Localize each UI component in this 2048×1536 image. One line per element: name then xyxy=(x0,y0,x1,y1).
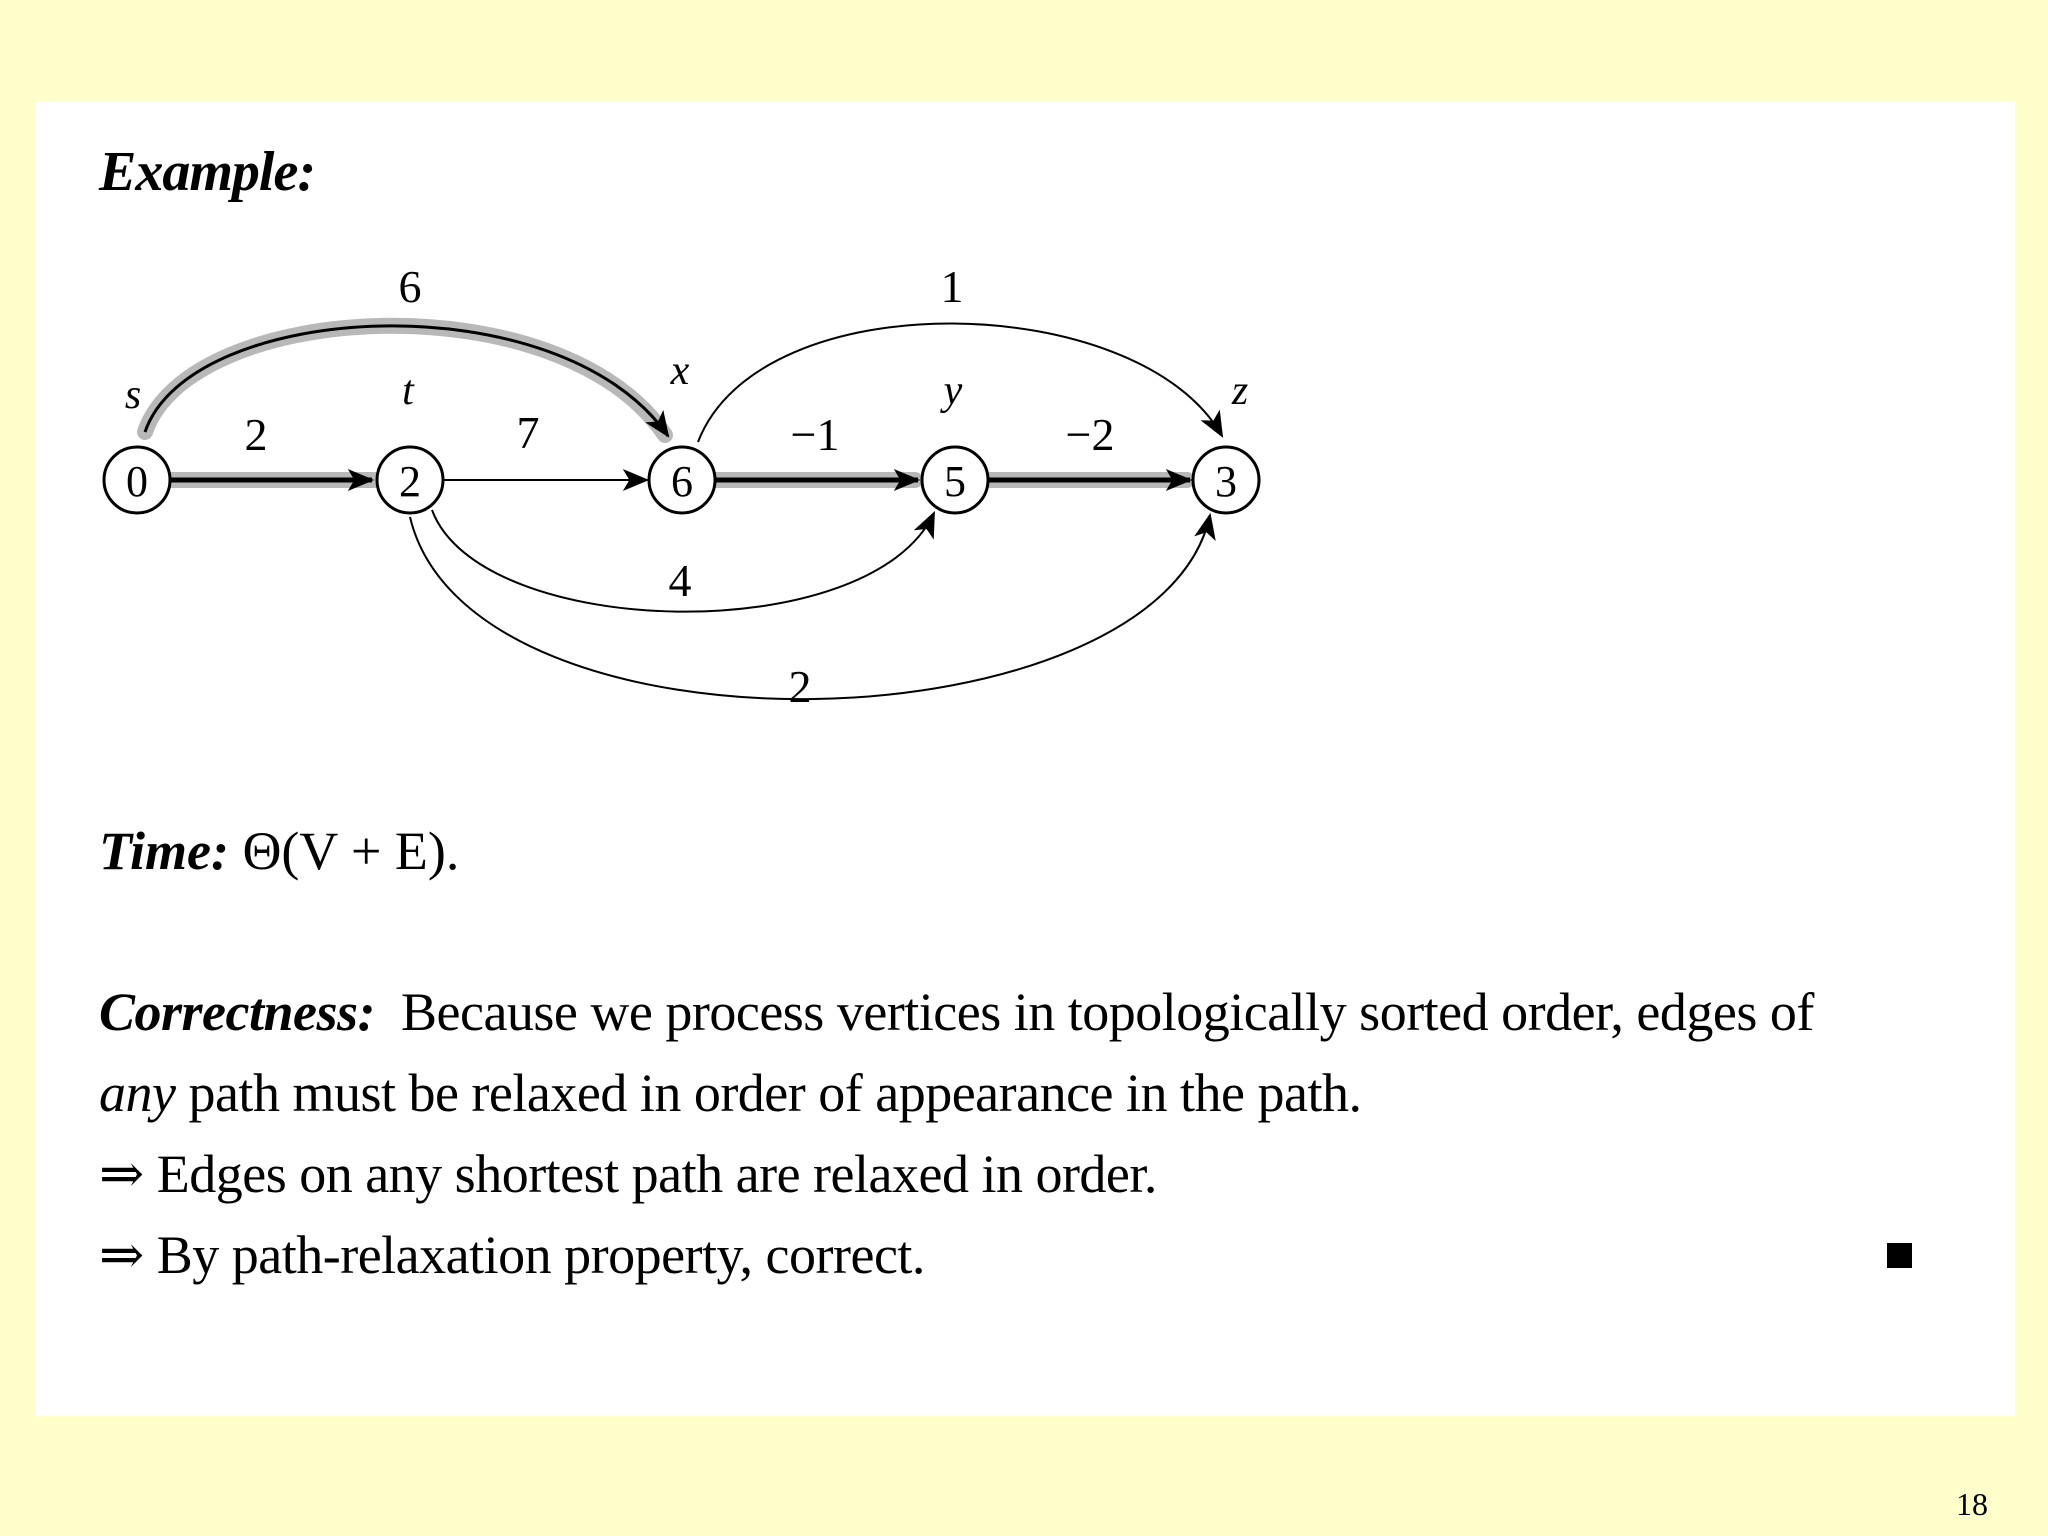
time-complexity: Time: Θ(V + E). xyxy=(99,820,459,882)
vertex-name-y: y xyxy=(940,368,963,414)
weight-t-z: 2 xyxy=(789,661,812,712)
vertex-value-y: 5 xyxy=(944,457,966,506)
weight-y-z: −2 xyxy=(1066,409,1115,460)
correctness-line-2: any path must be relaxed in order of app… xyxy=(99,1053,1814,1134)
vertex-value-x: 6 xyxy=(671,457,693,506)
edge-x-z xyxy=(697,322,1224,443)
weight-t-y: 4 xyxy=(669,555,692,606)
vertex-value-z: 3 xyxy=(1215,457,1237,506)
weight-s-x: 6 xyxy=(399,261,422,312)
vertex-y: 5 xyxy=(920,445,990,515)
weight-s-t: 2 xyxy=(245,409,268,460)
correctness-line-1: Correctness: Because we process vertices… xyxy=(99,972,1814,1053)
vertex-z: 3 xyxy=(1191,445,1261,515)
vertex-name-t: t xyxy=(402,368,415,414)
vertex-name-z: z xyxy=(1231,368,1248,414)
vertex-value-s: 0 xyxy=(126,457,148,506)
edge-t-y xyxy=(431,509,935,613)
weight-t-x: 7 xyxy=(517,407,540,458)
vertex-name-s: s xyxy=(125,372,141,418)
time-value: Θ(V + E). xyxy=(242,821,460,881)
time-label: Time: xyxy=(99,821,229,881)
correctness-label: Correctness: xyxy=(99,982,376,1042)
vertex-names: s t x y z xyxy=(125,348,1248,418)
correctness-line-4: ⇒ By path-relaxation property, correct. xyxy=(99,1225,925,1285)
correctness-line-3: ⇒ Edges on any shortest path are relaxed… xyxy=(99,1144,1157,1204)
correctness-block: Correctness: Because we process vertices… xyxy=(99,972,1814,1296)
weight-x-y: −1 xyxy=(791,409,840,460)
vertex-s: 0 xyxy=(102,445,172,515)
edges xyxy=(143,322,1224,701)
correctness-text-2: path must be relaxed in order of appeara… xyxy=(175,1063,1362,1123)
edge-weights: 6 2 7 −1 −2 1 4 2 xyxy=(245,261,1115,712)
vertices: 0 2 6 5 3 xyxy=(102,445,1261,515)
qed-square xyxy=(1887,1243,1912,1268)
example-heading: Example: xyxy=(99,141,316,203)
vertex-value-t: 2 xyxy=(399,457,421,506)
vertex-name-x: x xyxy=(670,348,690,394)
vertex-t: 2 xyxy=(375,445,445,515)
page-number: 18 xyxy=(1956,1486,1988,1522)
edge-s-x xyxy=(143,324,670,438)
vertex-x: 6 xyxy=(647,445,717,515)
weight-x-z: 1 xyxy=(941,261,964,312)
correctness-any: any xyxy=(99,1063,176,1123)
correctness-text-1: Because we process vertices in topologic… xyxy=(401,982,1814,1042)
edge-t-z xyxy=(409,512,1216,701)
